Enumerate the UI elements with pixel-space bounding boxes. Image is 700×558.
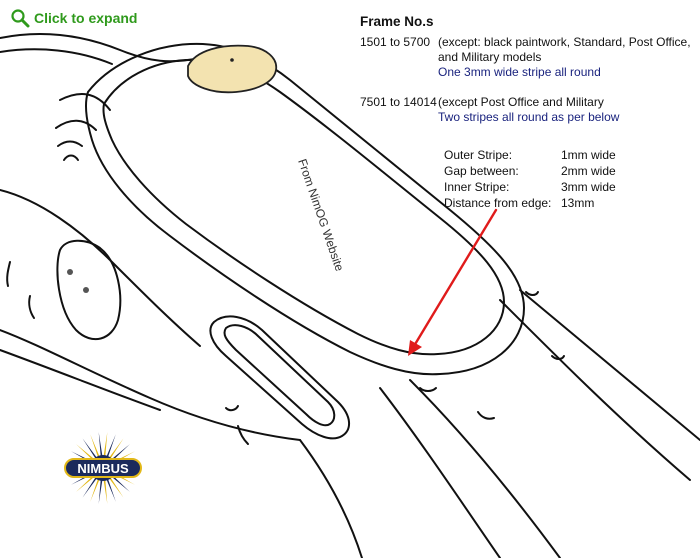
logo-ray	[90, 478, 100, 502]
logo-ray	[98, 479, 103, 504]
logo-ray	[76, 475, 95, 492]
logo-ray	[76, 444, 95, 461]
magnifier-icon	[11, 9, 30, 28]
filler-cap-center	[230, 58, 234, 62]
spec-label: Outer Stripe:	[444, 148, 513, 162]
spec-row: Outer Stripe: 1mm wide	[444, 148, 616, 162]
spec-label: Distance from edge:	[444, 196, 552, 210]
range1-exception-line2: and Military models	[438, 50, 542, 64]
frame-tube-upper	[0, 33, 201, 63]
frame-tube-lower	[0, 48, 113, 65]
tank-flank-left	[0, 189, 201, 347]
knee-pad-bolt	[83, 287, 89, 293]
range2-frames: 7501 to 14014	[360, 95, 437, 109]
spec-value: 2mm wide	[561, 164, 616, 178]
spec-label: Gap between:	[444, 164, 519, 178]
spec-row: Distance from edge: 13mm	[444, 196, 594, 210]
spec-row: Inner Stripe: 3mm wide	[444, 180, 616, 194]
logo-ray	[111, 475, 130, 492]
nimbus-logo: NIMBUS	[64, 432, 142, 504]
expand-link[interactable]: Click to expand	[10, 8, 137, 28]
expand-link-label: Click to expand	[34, 10, 138, 26]
frame-tube-right	[499, 299, 691, 481]
spec-label: Inner Stripe:	[444, 180, 510, 194]
knee-pad-bolt	[67, 269, 73, 275]
filler-cap	[187, 44, 278, 94]
logo-ray	[82, 477, 97, 498]
stripe-pointer-arrow	[408, 208, 498, 356]
spec-value: 1mm wide	[561, 148, 616, 162]
logo-ray	[106, 478, 116, 502]
range2-exception-line1: (except Post Office and Military	[438, 95, 604, 109]
logo-text: NIMBUS	[77, 461, 129, 476]
range1-stripe-note: One 3mm wide stripe all round	[438, 65, 601, 79]
logo-ray	[90, 434, 100, 458]
frame-numbers-title: Frame No.s	[360, 14, 434, 29]
logo-ray	[98, 432, 103, 457]
logo-ray	[109, 438, 124, 459]
logo-ray	[103, 479, 108, 504]
spec-row: Gap between: 2mm wide	[444, 164, 616, 178]
spec-value: 13mm	[561, 196, 595, 210]
logo-ray	[106, 434, 116, 458]
range1-frames: 1501 to 5700	[360, 35, 431, 49]
range2-stripe-note: Two stripes all round as per below	[438, 110, 620, 124]
range1-exception-line1: (except: black paintwork, Standard, Post…	[438, 35, 691, 49]
logo-ray	[109, 477, 124, 498]
logo-ray	[82, 438, 97, 459]
logo-ray	[103, 432, 108, 457]
tank-badge	[209, 315, 350, 440]
knee-pad	[56, 239, 122, 340]
logo-ray	[111, 444, 130, 461]
spec-value: 3mm wide	[561, 180, 616, 194]
